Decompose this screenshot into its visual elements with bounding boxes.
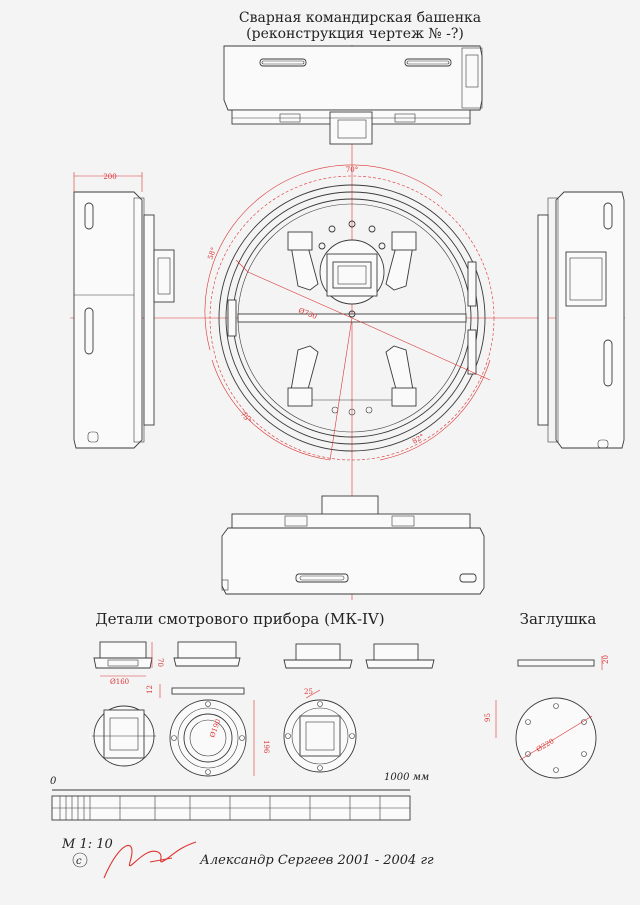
title-line1: Сварная командирская башенка <box>239 10 481 26</box>
scale-bar: 0 1000 мм <box>50 772 429 821</box>
scale-start: 0 <box>50 776 57 787</box>
dim-detail-width: 25 <box>304 688 313 696</box>
dim-plug-offset: 95 <box>484 713 492 722</box>
left-side-view: 200 <box>73 172 175 449</box>
author-credit: Александр Сергеев 2001 - 2004 гг <box>199 853 434 868</box>
dim-angle-bottom-left: 75° <box>238 410 252 425</box>
dim-plug-height: 20 <box>602 655 610 664</box>
plug-drawing: 20 95 Ø220 <box>484 655 610 779</box>
top-elevation-view <box>223 45 483 145</box>
signature <box>103 841 197 879</box>
title-line2: (реконструкция чертеж № -?) <box>246 26 464 42</box>
scale-end: 1000 мм <box>384 772 429 783</box>
dim-angle-top: 70° <box>346 166 358 174</box>
plan-view: 70° 58° 75° 82° Ø730 <box>204 164 495 461</box>
dim-detail-height: 70 <box>156 658 164 667</box>
section-plug-title: Заглушка <box>520 610 597 628</box>
viewer-plate: 12 <box>146 684 245 698</box>
right-side-view <box>537 191 625 449</box>
copyright-circle <box>72 852 88 868</box>
section-viewer-title: Детали смотрового прибора (МК-IV) <box>95 610 384 628</box>
dim-detail-diam: Ø160 <box>110 678 129 686</box>
viewer-detail-side-views: 70 Ø160 <box>93 641 435 686</box>
dim-angle-left: 58° <box>206 246 218 260</box>
dim-detail-thick: 12 <box>146 685 154 694</box>
dim-width-side: 200 <box>103 173 116 181</box>
viewer-detail-plan-views: Ø190 196 25 <box>92 688 357 777</box>
dim-detail-height2: 196 <box>262 740 270 754</box>
copyright-mark: c <box>76 856 82 867</box>
scale-ratio: М 1: 10 <box>61 837 113 852</box>
bottom-elevation-view <box>221 495 485 595</box>
